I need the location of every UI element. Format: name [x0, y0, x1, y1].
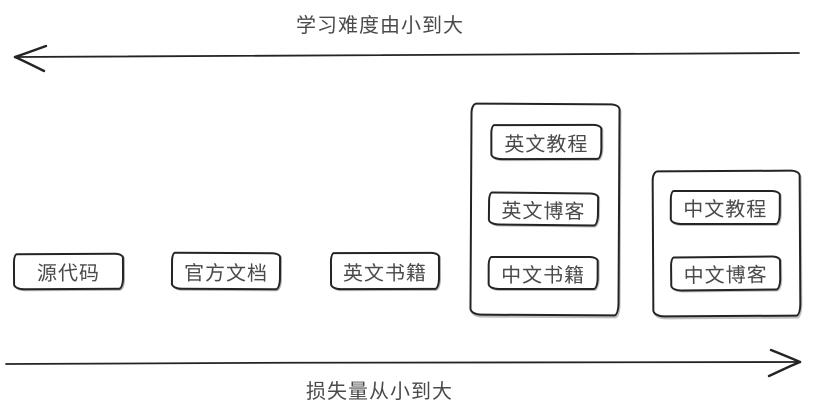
bottom-axis-label: 损失量从小到大: [306, 379, 453, 403]
box-english-blogs: 英文博客: [487, 191, 600, 227]
box-english-books: 英文书籍: [329, 251, 441, 291]
box-chinese-tutorials: 中文教程: [669, 189, 781, 226]
box-chinese-blogs: 中文博客: [669, 255, 782, 292]
box-chinese-books: 中文书籍: [487, 255, 599, 291]
box-english-tutorials: 英文教程: [490, 123, 603, 161]
arrow-left-icon: [13, 44, 800, 73]
top-axis-label: 学习难度由小到大: [296, 13, 464, 37]
arrow-right-icon: [5, 348, 802, 378]
english-resources-group: 英文教程 英文博客 中文书籍: [469, 102, 621, 317]
chinese-resources-group: 中文教程 中文博客: [651, 169, 802, 318]
box-official-docs: 官方文档: [170, 251, 282, 291]
box-source-code: 源代码: [12, 252, 125, 291]
